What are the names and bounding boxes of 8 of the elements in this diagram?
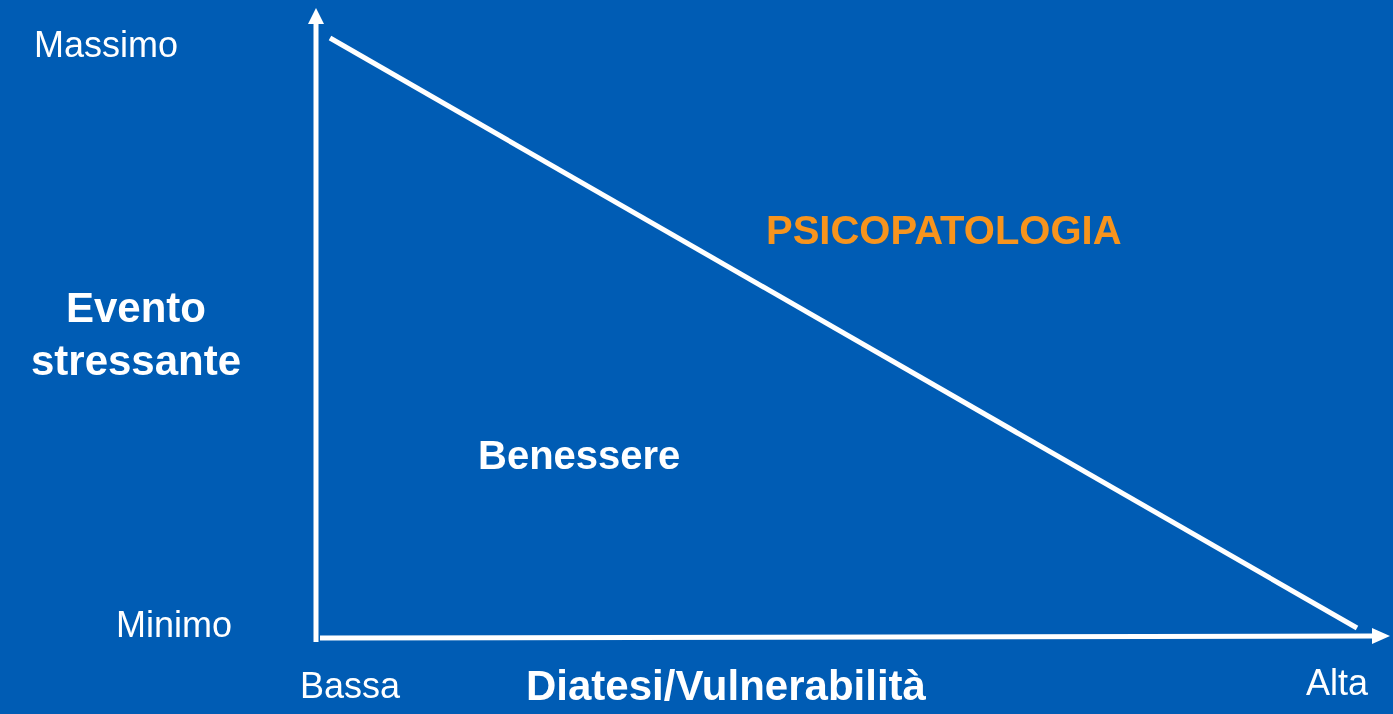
region-label: PSICOPATOLOGIA [766,207,1122,254]
region-label: Benessere [478,432,681,479]
axis-tick-label: Massimo [34,23,179,67]
axis-title: Diatesi/Vulnerabilità [526,661,926,711]
axis-tick-label: Minimo [116,603,232,647]
axis-title: Evento stressante [29,283,243,386]
axis-tick-label: Bassa [300,664,401,708]
axis-tick-label: Alta [1306,661,1369,705]
